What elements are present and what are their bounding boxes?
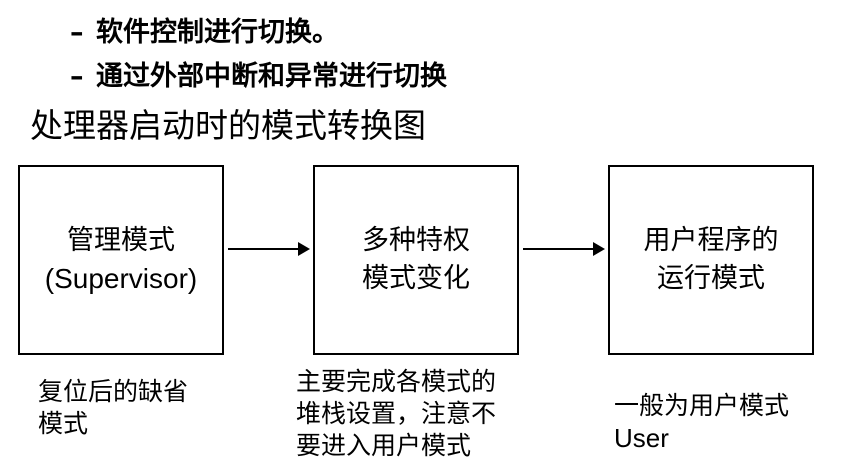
diagram-title: 处理器启动时的模式转换图	[30, 106, 426, 145]
supervisor-mode-box: 管理模式 (Supervisor)	[18, 165, 224, 355]
flow-arrow	[523, 242, 605, 256]
box-label: 用户程序的	[643, 225, 779, 256]
note-line: 复位后的缺省	[38, 377, 189, 406]
bullet-item: –通过外部中断和异常进行切换	[70, 61, 447, 93]
note-line: 主要完成各模式的	[296, 367, 497, 396]
box-label: 运行模式	[657, 263, 765, 294]
note-line: 模式	[38, 409, 89, 438]
bullet-item: –软件控制进行切换。	[70, 17, 339, 49]
flow-arrow	[228, 242, 310, 256]
supervisor-note: 复位后的缺省 模式	[38, 376, 188, 440]
bullet-dash: –	[70, 17, 84, 48]
user-mode-box: 用户程序的 运行模式	[608, 165, 814, 355]
note-line: 一般为用户模式	[614, 391, 790, 420]
privileged-mode-box: 多种特权 模式变化	[313, 165, 519, 355]
bullet-text: 通过外部中断和异常进行切换	[96, 61, 447, 92]
user-note: 一般为用户模式 User	[614, 390, 789, 454]
box-label: 多种特权	[362, 225, 470, 256]
bullet-dash: –	[70, 61, 84, 92]
bullet-text: 软件控制进行切换。	[96, 17, 339, 48]
box-label: 管理模式	[67, 225, 175, 256]
note-line: 堆栈设置，注意不	[296, 399, 497, 428]
privileged-note: 主要完成各模式的 堆栈设置，注意不 要进入用户模式	[296, 366, 496, 462]
box-label: (Supervisor)	[44, 263, 198, 294]
box-label: 模式变化	[362, 263, 470, 294]
note-line: User	[614, 423, 669, 453]
note-line: 要进入用户模式	[296, 431, 472, 460]
